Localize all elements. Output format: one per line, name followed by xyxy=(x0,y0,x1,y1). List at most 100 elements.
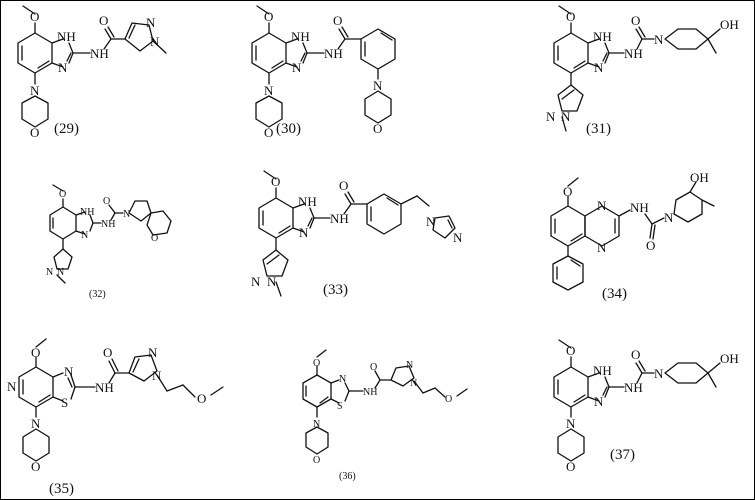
benzene-ring xyxy=(553,32,589,74)
compound-label: (33) xyxy=(323,282,348,298)
pyrazine-ring xyxy=(584,205,620,247)
atom-label: O xyxy=(31,459,40,474)
atom-label: N xyxy=(46,267,53,278)
atom-label: N xyxy=(81,230,88,241)
atom-label: N xyxy=(339,374,346,385)
phenyl-ring xyxy=(552,245,584,291)
atom-label: N xyxy=(64,364,74,379)
imidazole-ring xyxy=(292,203,315,233)
atom-label: OH xyxy=(720,17,739,32)
methoxy-group xyxy=(35,338,47,368)
atom-label: N xyxy=(664,210,674,225)
atom-label: NH xyxy=(624,380,643,395)
atom-label: O xyxy=(103,345,112,360)
atom-label: NH xyxy=(593,363,612,378)
atom-label: N xyxy=(561,109,571,124)
atom-label: S xyxy=(61,395,68,410)
compound-32: O NH N NH O N O N N (32) xyxy=(46,184,172,300)
atom-label: N xyxy=(292,60,302,75)
methoxy-group xyxy=(567,177,579,207)
phenyl-ring xyxy=(360,28,396,70)
atom-label: O xyxy=(151,233,158,244)
atom-label: N xyxy=(426,214,436,229)
atom-label: NH xyxy=(298,194,317,209)
atom-label: N xyxy=(146,15,156,30)
atom-label: NH xyxy=(80,207,94,218)
compound-label: (32) xyxy=(89,289,106,300)
compound-label: (34) xyxy=(602,286,627,302)
methylpyrazole-ring xyxy=(53,238,73,284)
compound-label: (30) xyxy=(276,121,301,137)
compound-30: O NH N NH O N O N O (30) xyxy=(251,5,396,140)
benzene-ring xyxy=(17,32,53,74)
atom-label: N xyxy=(57,267,64,278)
atom-label: N xyxy=(546,109,556,124)
atom-label: O xyxy=(313,455,320,466)
atom-label: N xyxy=(410,378,417,389)
atom-label: O xyxy=(373,121,382,136)
atom-label: O xyxy=(370,362,377,373)
phenyl-ring xyxy=(366,193,430,235)
atom-label: N xyxy=(313,419,320,430)
piperidine-ring xyxy=(664,362,721,388)
morpholine-ring xyxy=(557,406,585,462)
compound-33: O NH N NH O N N N N (33) xyxy=(251,170,463,298)
atom-label: O xyxy=(264,125,273,140)
imidazole-ring xyxy=(51,38,74,68)
atom-label: NH xyxy=(624,46,643,61)
atom-label: O xyxy=(646,238,655,253)
atom-label: NH xyxy=(90,46,109,61)
atom-label: N xyxy=(594,60,604,75)
atom-label: O xyxy=(313,358,320,369)
atom-label: O xyxy=(566,459,575,474)
atom-label: O xyxy=(445,394,452,405)
atom-label: NH xyxy=(95,380,114,395)
amide-linker xyxy=(74,358,130,388)
compound-label: (35) xyxy=(49,481,74,497)
atom-label: O xyxy=(264,9,273,24)
atom-label: OH xyxy=(720,351,739,366)
piperidine-ring xyxy=(673,181,715,223)
atom-label: OH xyxy=(690,170,709,185)
atom-label: O xyxy=(339,178,348,193)
atom-label: NH xyxy=(593,29,612,44)
atom-label: N xyxy=(453,230,463,245)
urea-linker xyxy=(618,209,665,240)
compound-35: O N N S NH O N N O N O (35) xyxy=(7,338,224,497)
methylpyrazole-ring xyxy=(262,237,289,297)
compound-label: (36) xyxy=(339,471,356,482)
methoxy-group xyxy=(22,5,36,34)
imidazole-ring xyxy=(587,372,610,402)
methoxy-group xyxy=(316,349,327,376)
pyridine-ring xyxy=(18,366,54,408)
atom-label: O xyxy=(271,174,280,189)
atom-label: NH xyxy=(57,29,76,44)
urea-linker xyxy=(92,204,124,224)
atom-label: N xyxy=(566,416,576,431)
atom-label: N xyxy=(251,274,261,289)
imidazole-ring xyxy=(75,211,94,235)
benzene-ring xyxy=(251,32,287,74)
compound-36: O N S NH O N N O N O (36) xyxy=(302,349,468,482)
compound-37: O NH N NH O N OH N O (37) xyxy=(553,339,739,474)
urea-linker xyxy=(608,26,655,54)
benzene-ring xyxy=(258,197,294,239)
amide-linker xyxy=(348,370,392,392)
pyrazole-ring xyxy=(390,365,468,398)
atom-label: O xyxy=(566,9,575,24)
methoxy-group xyxy=(52,184,64,208)
morpholine-ring xyxy=(364,68,392,124)
benzene-ring xyxy=(553,366,589,408)
atom-label: O xyxy=(103,196,110,207)
amide-linker xyxy=(313,191,368,219)
atom-label: O xyxy=(30,125,39,140)
atom-label: N xyxy=(654,32,664,47)
atom-label: O xyxy=(631,13,640,28)
atom-label: N xyxy=(152,368,162,383)
atom-label: N xyxy=(654,366,664,381)
morpholine-ring xyxy=(305,406,329,455)
compound-29: O NH N NH O N N N O (29) xyxy=(17,5,167,140)
imidazole-ring xyxy=(587,38,610,68)
methoxy-group xyxy=(263,170,277,199)
